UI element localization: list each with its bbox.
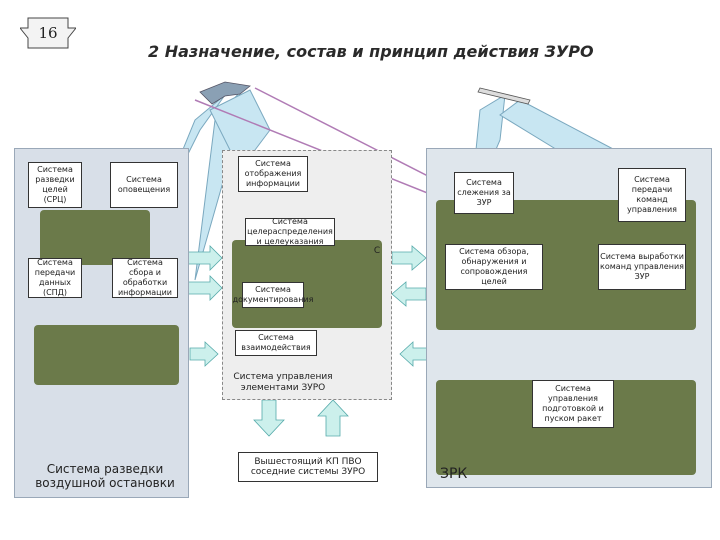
arrow-to-control-1 (187, 245, 223, 271)
ssz-box: Система слежения за ЗУР (454, 172, 514, 214)
zrk-label: ЗРК (440, 466, 468, 482)
spku-box: Система передачи команд управления (618, 168, 686, 222)
side-letter: С (373, 246, 381, 256)
arrow-down-left (253, 399, 285, 437)
arrow-interaction-right (399, 341, 429, 367)
spd-box: Система передачи данных (СПД) (28, 258, 82, 298)
radar-vehicle-left (40, 210, 150, 265)
missile-icon (477, 87, 531, 105)
svz-box: Система взаимодействия (235, 330, 317, 356)
arrow-up-right (317, 399, 349, 437)
arrow-to-control-2 (187, 275, 223, 301)
srts-box: Система разведки целей (СРЦ) (28, 162, 82, 208)
slide-number: 16 (38, 24, 58, 42)
svku-box: Система выработки команд управления ЗУР (598, 244, 686, 290)
arrow-interaction-left (189, 341, 219, 367)
sdo-box: Система документирования (233, 282, 313, 308)
sop-box: Система оповещения (110, 162, 178, 208)
arrow-from-zrk (391, 281, 427, 307)
spr-box: Система управления подготовкой и пуском … (532, 380, 614, 428)
ssoi-box: Система сбора и обработки информации (112, 258, 178, 298)
radar-vehicle-bottom (34, 325, 179, 385)
slide-title: 2 Назначение, состав и принцип действия … (148, 42, 594, 61)
control-caption: Система управления элементами ЗУРО (233, 372, 333, 393)
sozc-box: Система обзора, обнаружения и сопровожде… (445, 244, 543, 290)
recon-caption: Система разведки воздушной остановки (35, 462, 175, 490)
arrow-to-zrk (391, 245, 427, 271)
soi-box: Система отображения информации (238, 156, 308, 192)
higher-box: Вышестоящий КП ПВО соседние системы ЗУРО (238, 452, 378, 482)
slide-number-tab: 16 (20, 16, 76, 50)
aircraft-icon (199, 81, 251, 105)
scr-box: Система целераспределения и целеуказания (245, 217, 335, 246)
